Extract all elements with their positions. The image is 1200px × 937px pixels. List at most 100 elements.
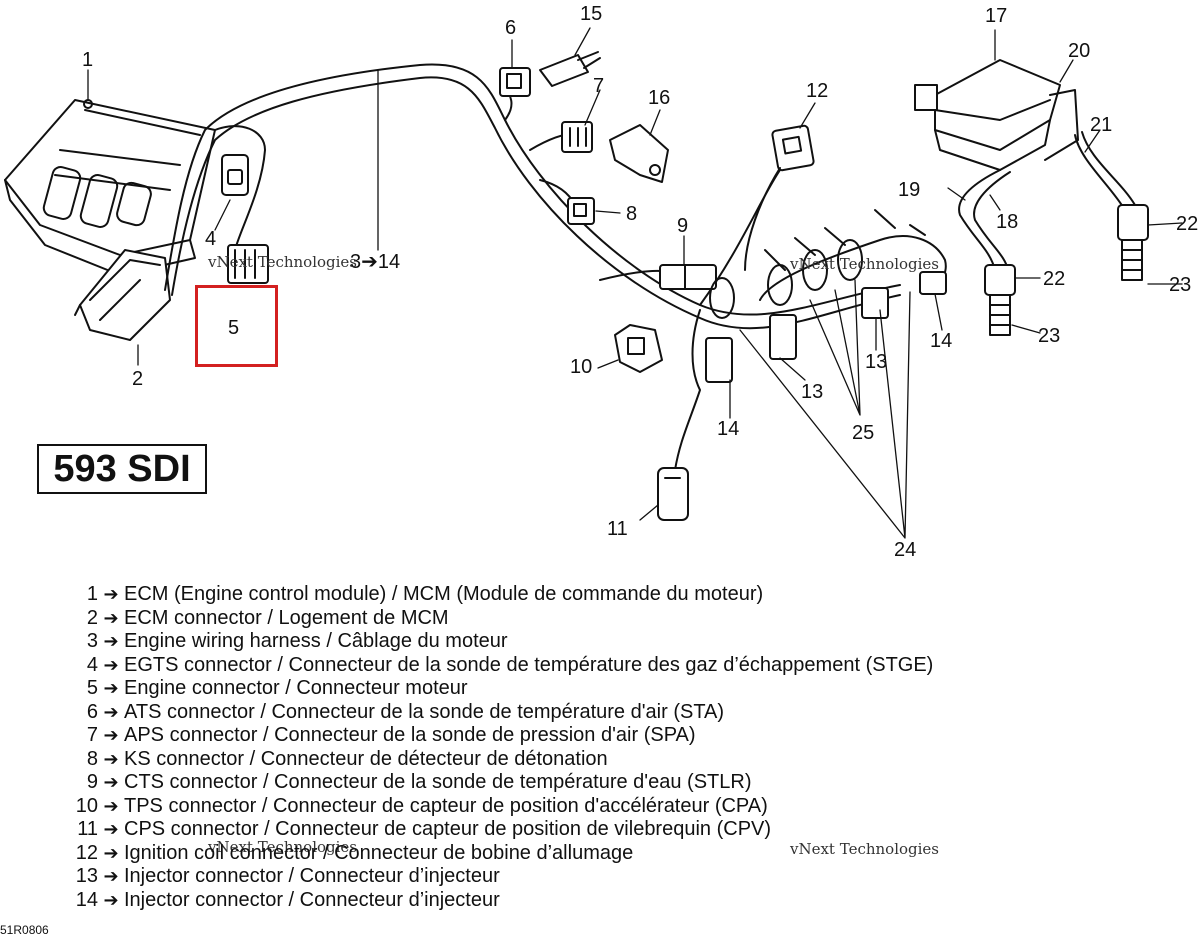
engine-wiring-harness [164, 63, 947, 471]
arrow-icon: ➔ [103, 607, 119, 628]
cts-connector-part [659, 264, 717, 290]
ignition-coil-connector-part [744, 124, 815, 271]
callout-17: 17 [985, 5, 1007, 27]
arrow-icon: ➔ [103, 772, 119, 793]
legend-item: 11➔CPS connector / Connecteur de capteur… [60, 818, 1160, 842]
legend-number: 11 [77, 818, 98, 841]
arrow-icon: ➔ [103, 584, 119, 605]
arrow-icon: ➔ [103, 819, 119, 840]
legend-number: 7 [86, 724, 98, 747]
callout-13-b: 13 [865, 351, 887, 373]
callout-7: 7 [593, 75, 604, 97]
legend-text: ATS connector / Connecteur de la sonde d… [124, 700, 725, 723]
legend-number: 3 [86, 630, 98, 653]
legend-text: ECM (Engine control module) / MCM (Modul… [124, 583, 764, 606]
legend-number: 8 [86, 747, 98, 770]
callout-19: 19 [898, 179, 920, 201]
ecm-module-part [4, 99, 216, 276]
legend-text: TPS connector / Connecteur de capteur de… [124, 794, 768, 817]
legend-text: Injector connector / Connecteur d’inject… [124, 888, 500, 911]
arrow-icon: ➔ [103, 654, 119, 675]
ks-connector-part [567, 197, 595, 225]
callout-6: 6 [505, 17, 516, 39]
arrow-icon: ➔ [103, 631, 119, 652]
arrow-icon: ➔ [103, 748, 119, 769]
callout-25: 25 [852, 422, 874, 444]
legend-number: 6 [86, 700, 98, 723]
arrow-icon: ➔ [103, 725, 119, 746]
legend-text: CPS connector / Connecteur de capteur de… [124, 818, 772, 841]
cable-tie-part [709, 209, 926, 319]
legend-number: 4 [86, 653, 98, 676]
callout-11: 11 [607, 518, 628, 540]
callout-22-a: 22 [1043, 268, 1065, 290]
legend-number: 10 [75, 794, 98, 817]
model-label-box: 593 SDI [37, 444, 207, 494]
callout-23-a: 23 [1038, 325, 1060, 347]
engine-connector-highlight [195, 285, 278, 367]
callout-9: 9 [677, 215, 688, 237]
callout-10: 10 [570, 356, 592, 378]
legend-item: 12➔Ignition coil connector / Connecteur … [60, 842, 1160, 866]
legend-item: 3➔Engine wiring harness / Câblage du mot… [60, 630, 1160, 654]
callout-22-b: 22 [1176, 213, 1198, 235]
callout-3-14: 3➔14 [350, 251, 400, 273]
arrow-icon: ➔ [103, 866, 119, 887]
legend-number: 5 [86, 677, 98, 700]
engine-connector-part [227, 244, 269, 284]
cps-connector-part [657, 467, 689, 521]
callout-15: 15 [580, 3, 602, 25]
legend-text: CTS connector / Connecteur de la sonde d… [124, 771, 752, 794]
egts-connector-part [221, 154, 249, 196]
callout-16: 16 [648, 87, 670, 109]
leader-lines [87, 27, 1183, 539]
wiring-harness-diagram: 1 2 3➔14 4 5 6 7 8 9 10 11 12 13 13 14 1… [4, 3, 1198, 561]
legend-text: ECM connector / Logement de MCM [124, 606, 449, 629]
legend-number: 13 [75, 865, 98, 888]
ecm-connector-part [74, 249, 171, 341]
legend-item: 1➔ECM (Engine control module) / MCM (Mod… [60, 583, 1160, 607]
legend-item: 6➔ATS connector / Connecteur de la sonde… [60, 701, 1160, 725]
arrow-icon: ➔ [103, 889, 119, 910]
spark-plug-wire-part [958, 131, 1136, 271]
legend-item: 2➔ECM connector / Logement de MCM [60, 607, 1160, 631]
model-label: 593 SDI [53, 447, 191, 490]
legend-text: Engine wiring harness / Câblage du moteu… [124, 630, 508, 653]
legend-number: 2 [86, 606, 98, 629]
legend-text: KS connector / Connecteur de détecteur d… [124, 747, 608, 770]
legend-item: 14➔Injector connector / Connecteur d’inj… [60, 889, 1160, 913]
callout-13-a: 13 [801, 381, 823, 403]
legend-text: Ignition coil connector / Connecteur de … [124, 841, 634, 864]
legend-text: EGTS connector / Connecteur de la sonde … [124, 653, 934, 676]
legend-text: APS connector / Connecteur de la sonde d… [124, 724, 696, 747]
legend-number: 14 [75, 888, 98, 911]
callout-2: 2 [132, 368, 143, 390]
callout-5: 5 [228, 317, 239, 339]
callout-14-b: 14 [930, 330, 952, 352]
legend-number: 9 [86, 771, 98, 794]
aps-sensor-part [609, 124, 669, 183]
legend-text: Injector connector / Connecteur d’inject… [124, 865, 500, 888]
legend-number: 12 [75, 841, 98, 864]
callout-4: 4 [205, 228, 216, 250]
injector-connector-part [705, 271, 947, 383]
legend-item: 7➔APS connector / Connecteur de la sonde… [60, 724, 1160, 748]
ats-sensor-part [539, 51, 601, 87]
arrow-icon: ➔ [103, 701, 119, 722]
callout-18: 18 [996, 211, 1018, 233]
callout-12: 12 [806, 80, 828, 102]
arrow-icon: ➔ [103, 795, 119, 816]
legend-item: 5➔Engine connector / Connecteur moteur [60, 677, 1160, 701]
ats-connector-part [499, 67, 531, 97]
legend-item: 13➔Injector connector / Connecteur d’inj… [60, 865, 1160, 889]
callout-8: 8 [626, 203, 637, 225]
callout-21: 21 [1090, 114, 1112, 136]
tps-connector-part [614, 324, 663, 373]
callout-23-b: 23 [1169, 274, 1191, 296]
aps-connector-part [561, 121, 593, 153]
ignition-coil-part [914, 59, 1079, 171]
legend-item: 8➔KS connector / Connecteur de détecteur… [60, 748, 1160, 772]
callout-20: 20 [1068, 40, 1090, 62]
spark-plug-part [984, 204, 1149, 336]
reference-code: 51R0806 [0, 923, 49, 937]
